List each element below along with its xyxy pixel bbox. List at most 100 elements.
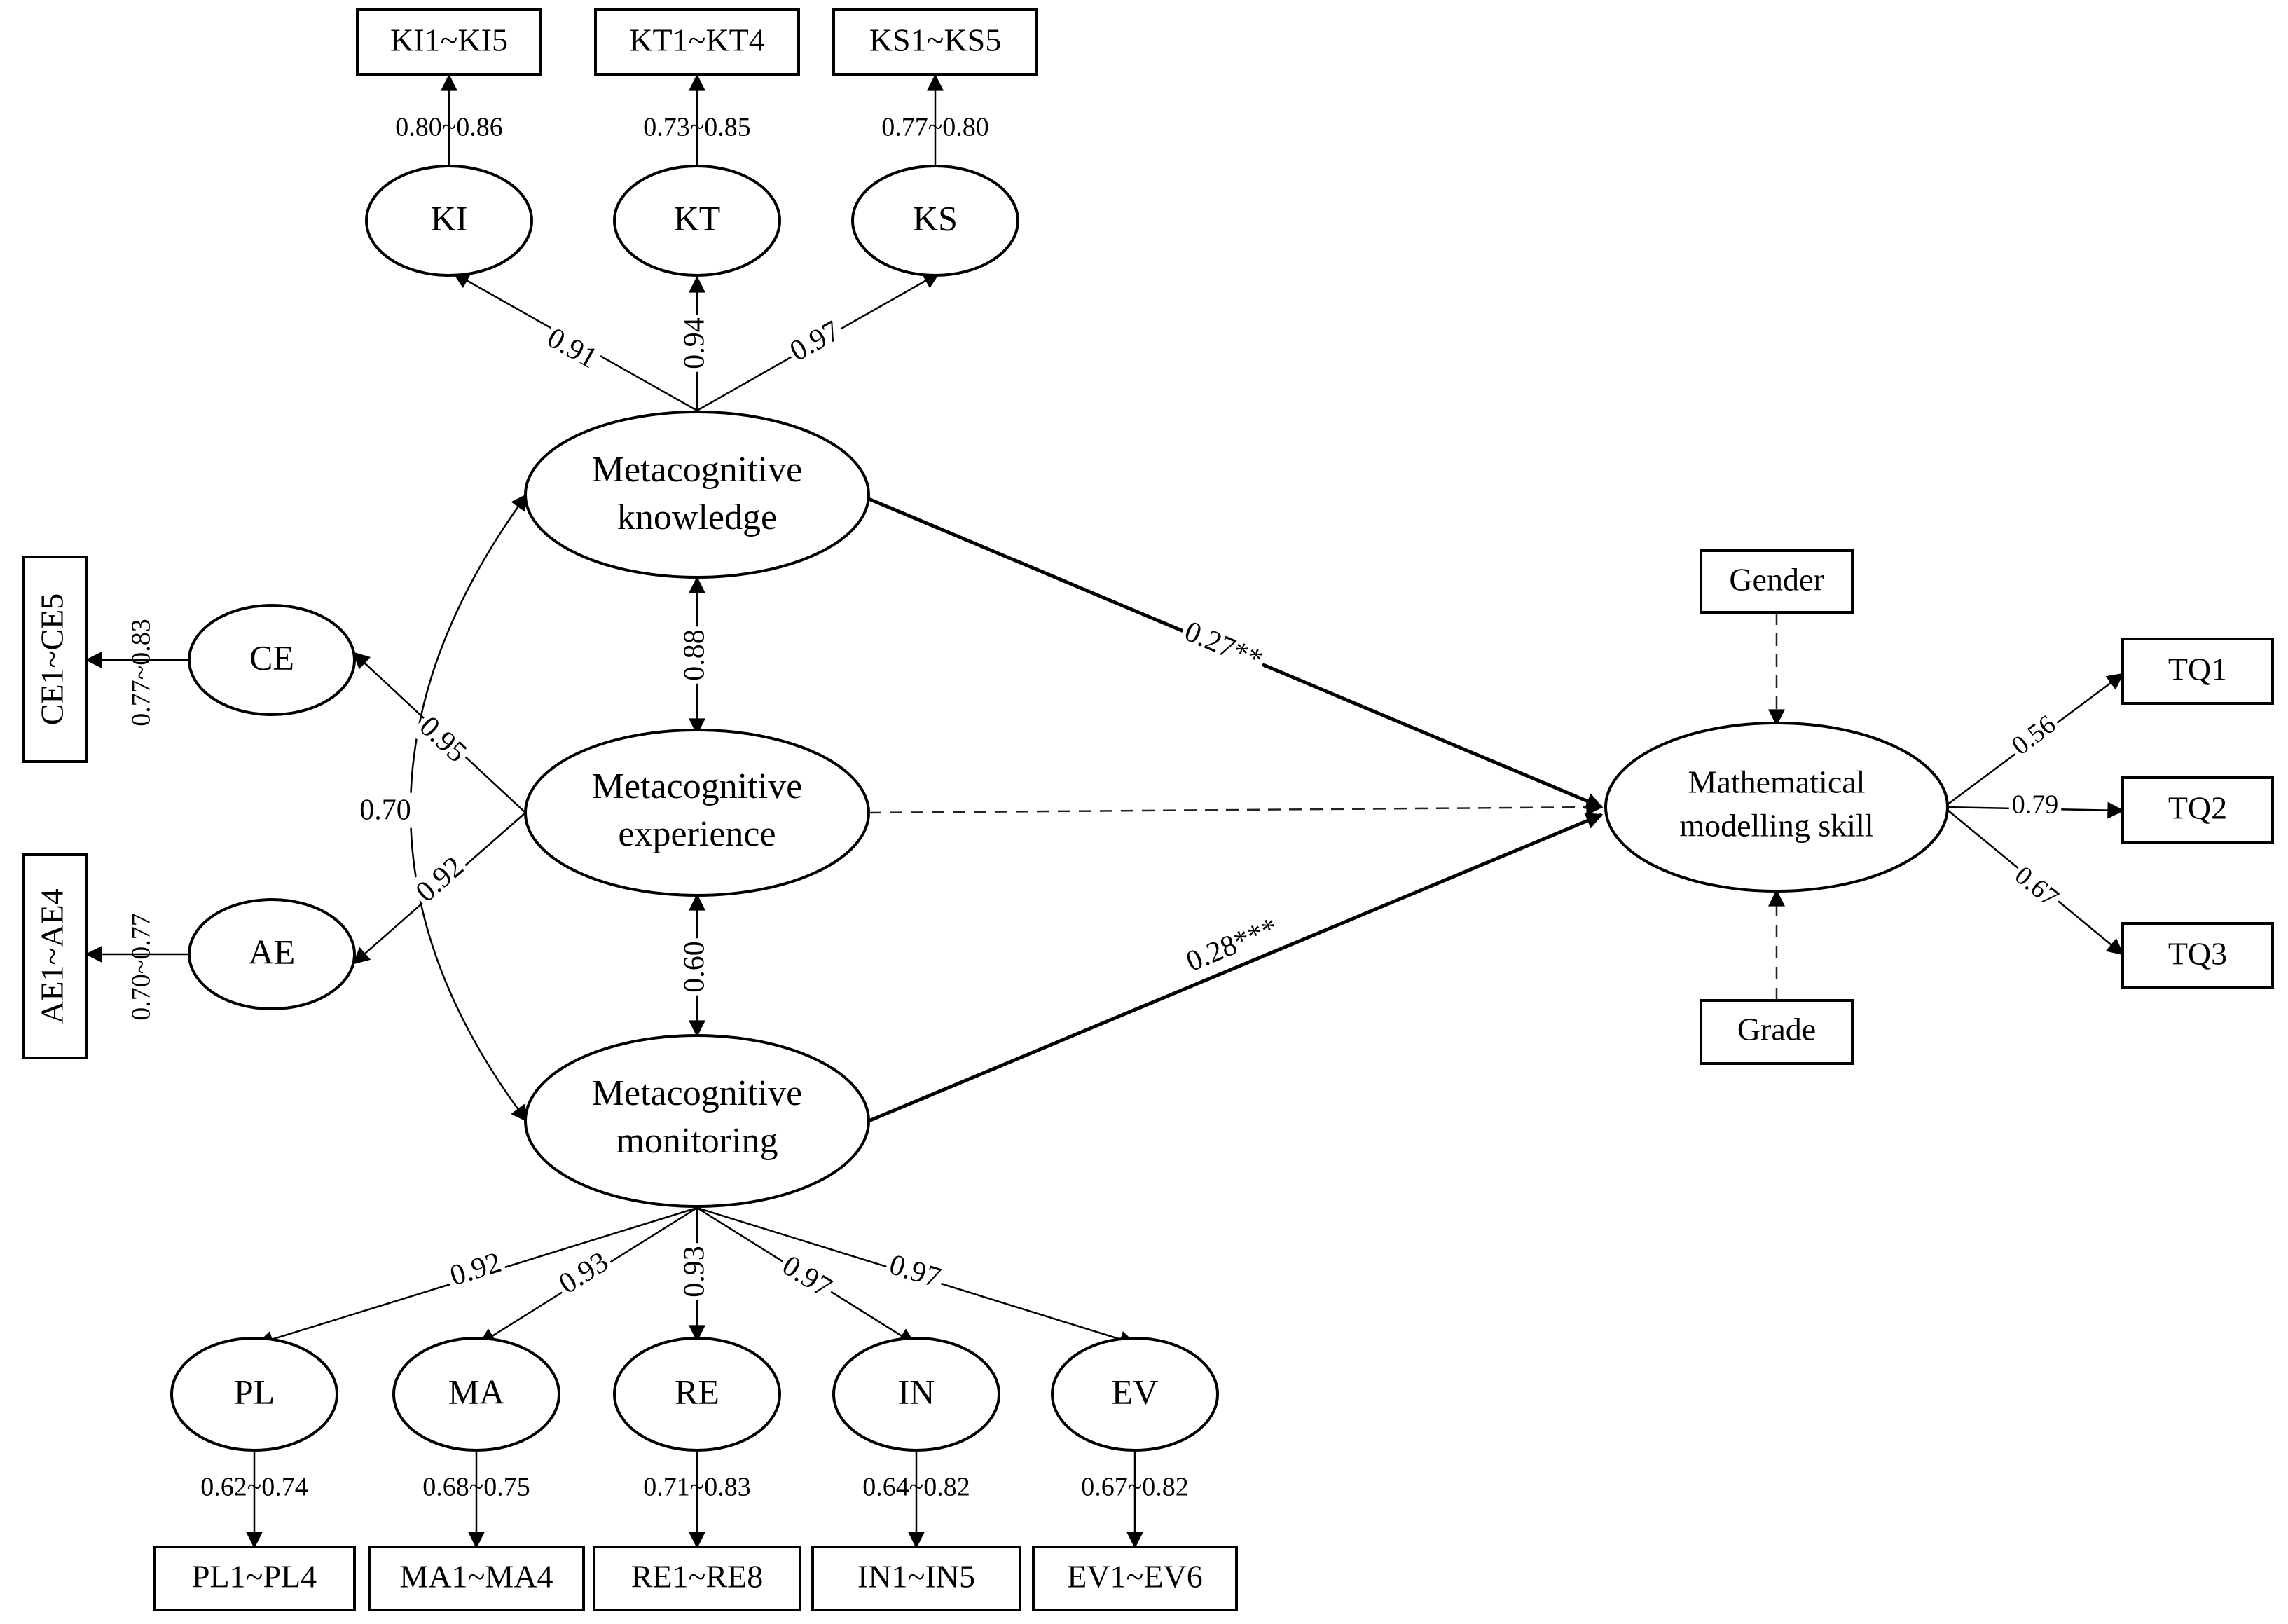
path-mk-mm: [409, 493, 528, 1122]
box-ks-label: KS1~KS5: [869, 22, 1002, 58]
node-mk-line2: knowledge: [617, 497, 777, 537]
coef-mms-tq1-bg: [2003, 706, 2065, 764]
box-tq2: TQ2: [2121, 776, 2274, 844]
coef-mex-ae-bg: [406, 847, 473, 912]
box-tq3: TQ3: [2121, 922, 2274, 989]
box-grade: Grade: [1700, 999, 1854, 1065]
node-kt-label: KT: [674, 198, 721, 238]
box-gender: Gender: [1700, 549, 1854, 614]
coef-mk-mex: 0.88: [679, 629, 711, 681]
box-ki: KI1~KI5: [356, 8, 542, 76]
range-in: 0.64~0.82: [862, 1473, 970, 1502]
range-ma: 0.68~0.75: [422, 1473, 530, 1502]
coef-mm-pl: 0.92: [446, 1246, 505, 1292]
coef-mex-mm-bg: [677, 938, 712, 996]
coef-mk-ki-bg: [538, 319, 606, 378]
node-mk-line1: Metacognitive: [592, 450, 802, 490]
coef-mm-in-bg: [773, 1246, 841, 1307]
node-mm-line2: monitoring: [616, 1121, 778, 1161]
coef-mex-ae: 0.92: [410, 851, 470, 909]
coef-mm-pl-bg: [443, 1244, 509, 1295]
coef-mex-ce: 0.95: [413, 710, 473, 769]
coef-mms-tq1: 0.56: [2006, 710, 2061, 762]
node-ki-label: KI: [431, 198, 468, 238]
node-mms-line2: modelling skill: [1679, 808, 1873, 844]
path-mm-mms: [868, 813, 1604, 1123]
node-mm-line1: Metacognitive: [592, 1073, 802, 1113]
box-ce: CE1~CE5: [22, 556, 88, 763]
box-pl-label: PL1~PL4: [192, 1559, 317, 1595]
box-in-label: IN1~IN5: [857, 1559, 975, 1595]
box-ev: EV1~EV6: [1032, 1546, 1238, 1611]
box-grade-label: Grade: [1737, 1012, 1816, 1047]
node-re-label: RE: [675, 1372, 719, 1411]
coef-mk-mm-bg: [357, 792, 414, 828]
node-ev: EV: [1051, 1337, 1219, 1452]
range-re: 0.71~0.83: [643, 1473, 751, 1502]
coef-mex-mm: 0.60: [679, 941, 711, 993]
box-pl: PL1~PL4: [153, 1546, 356, 1611]
path-mex-mms: [868, 799, 1604, 816]
node-mms-line1: Mathematical: [1688, 764, 1866, 800]
node-mex-line1: Metacognitive: [592, 766, 802, 806]
box-in: IN1~IN5: [811, 1546, 1021, 1611]
node-ma-label: MA: [448, 1372, 505, 1411]
coef-mk-mex-bg: [677, 626, 712, 684]
range-ae: 0.70~0.77: [127, 913, 156, 1021]
coef-mms-tq2-bg: [2008, 788, 2062, 821]
coef-mm-re-bg: [677, 1243, 712, 1300]
box-ae: AE1~AE4: [22, 853, 88, 1059]
latent-nodes: KI KT KS CE AE Metacognitive knowledge M…: [170, 165, 1949, 1452]
node-ma: MA: [392, 1337, 560, 1452]
node-in-label: IN: [898, 1372, 935, 1411]
node-ae: AE: [188, 898, 356, 1010]
coef-mms-tq2: 0.79: [2012, 790, 2059, 820]
coef-mk-mm: 0.70: [359, 794, 411, 827]
box-ma: MA1~MA4: [368, 1546, 585, 1611]
node-pl-label: PL: [234, 1372, 275, 1411]
node-metacognitive-knowledge: Metacognitive knowledge: [524, 411, 870, 579]
range-ce: 0.77~0.83: [127, 619, 156, 727]
node-metacognitive-experience: Metacognitive experience: [524, 729, 870, 897]
coef-mm-re: 0.93: [679, 1246, 711, 1298]
range-ks: 0.77~0.80: [881, 113, 989, 142]
box-tq1: TQ1: [2121, 638, 2274, 705]
node-kt: KT: [613, 165, 781, 277]
coef-mex-ce-bg: [410, 707, 476, 772]
coef-mk-kt-bg: [677, 315, 712, 372]
box-ev-label: EV1~EV6: [1067, 1559, 1203, 1595]
box-ce-label: CE1~CE5: [34, 593, 70, 725]
coef-mm-ev-bg: [882, 1246, 948, 1297]
range-pl: 0.62~0.74: [200, 1473, 308, 1502]
coef-mm-ev: 0.97: [885, 1248, 944, 1294]
node-ae-label: AE: [249, 932, 296, 971]
node-in: IN: [832, 1337, 1000, 1452]
box-ki-label: KI1~KI5: [390, 22, 508, 58]
coef-mms-tq3-bg: [2006, 858, 2067, 916]
box-re: RE1~RE8: [593, 1546, 801, 1611]
node-metacognitive-monitoring: Metacognitive monitoring: [524, 1034, 870, 1208]
range-ev: 0.67~0.82: [1081, 1473, 1189, 1502]
box-tq2-label: TQ2: [2168, 790, 2227, 826]
node-ki: KI: [365, 165, 533, 277]
node-pl: PL: [170, 1337, 338, 1452]
node-ev-label: EV: [1112, 1372, 1159, 1411]
coef-mk-mms: 0.27**: [1180, 615, 1267, 676]
box-kt-label: KT1~KT4: [629, 22, 765, 58]
node-ce-label: CE: [249, 638, 294, 677]
range-kt: 0.73~0.85: [643, 113, 751, 142]
box-gender-label: Gender: [1729, 562, 1824, 598]
coefficient-labels: 0.91 0.94 0.97 0.95 0.92 0.88 0.60 0.70 …: [127, 113, 2067, 1502]
box-ma-label: MA1~MA4: [399, 1559, 553, 1595]
coef-mk-kt: 0.94: [679, 317, 711, 369]
node-ce: CE: [188, 604, 356, 716]
node-ks: KS: [851, 165, 1019, 277]
box-tq1-label: TQ1: [2168, 652, 2227, 687]
coef-mk-mms-bg: [1176, 612, 1270, 680]
node-mex-line2: experience: [618, 814, 776, 854]
box-re-label: RE1~RE8: [631, 1559, 763, 1595]
coef-mk-ks-bg: [781, 312, 849, 371]
range-ki: 0.80~0.86: [395, 113, 503, 142]
box-tq3-label: TQ3: [2168, 936, 2227, 972]
indicator-boxes: KI1~KI5 KT1~KT4 KS1~KS5 CE1~CE5 AE1~AE4 …: [22, 8, 2274, 1611]
